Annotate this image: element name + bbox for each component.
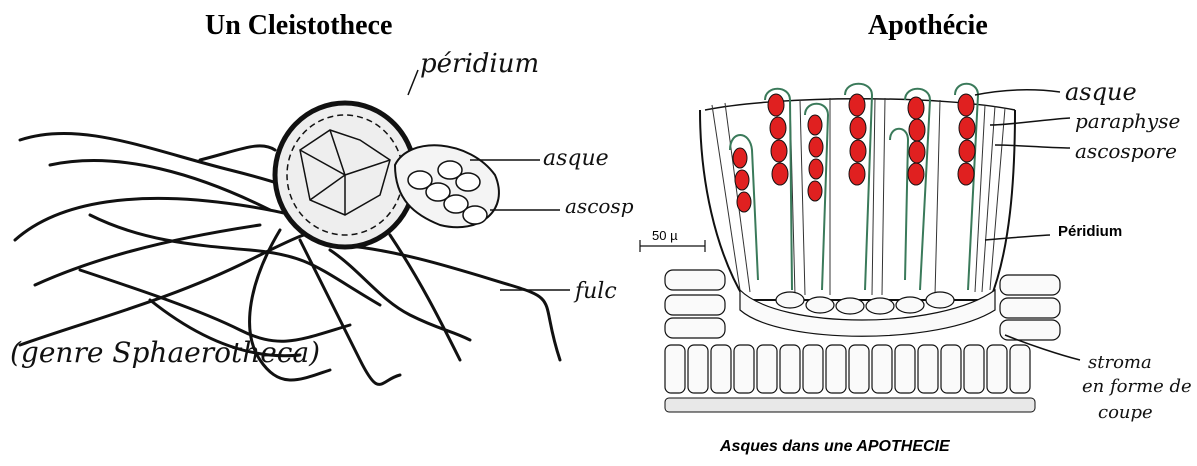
label-scale: 50 µ [652,228,678,243]
fulcre-hypha [15,198,320,240]
label-ascospore-left: ascosp [565,194,634,218]
fulcre-hypha [330,250,470,340]
fulcre-hypha [200,146,275,160]
label-paraphyse: paraphyse [1075,109,1180,133]
fulcre-hypha [390,235,460,360]
figure-caption: Asques dans une APOTHECIE [720,438,950,456]
fulcre-hypha [20,230,320,345]
ascus [890,129,908,280]
cleistothecium-body [275,103,415,247]
label-fulcre-left: fulc [573,279,617,304]
stroma-cells [740,290,995,336]
apothecie-drawing [640,84,1060,412]
label-stroma-1: stroma [1088,352,1152,373]
label-ascospore-right: ascospore [1075,139,1177,163]
label-stroma-3: coupe [1098,402,1153,423]
palisade-cells [665,345,1030,393]
label-genre: (genre Sphaerotheca) [10,336,320,369]
label-peridium-left: péridium [420,49,539,79]
fulcre-hypha [20,133,300,186]
lower-epidermis [665,398,1035,412]
label-peridium-right: Péridium [1058,223,1122,240]
label-stroma-2: en forme de [1082,376,1192,397]
fulcre-hypha [35,225,260,285]
fulcre-hypha [80,270,350,341]
asque-cleisto [395,145,499,227]
fulcre-hypha [50,161,270,210]
label-asque-left: asque [543,146,609,171]
label-asque-right: asque [1065,78,1137,106]
